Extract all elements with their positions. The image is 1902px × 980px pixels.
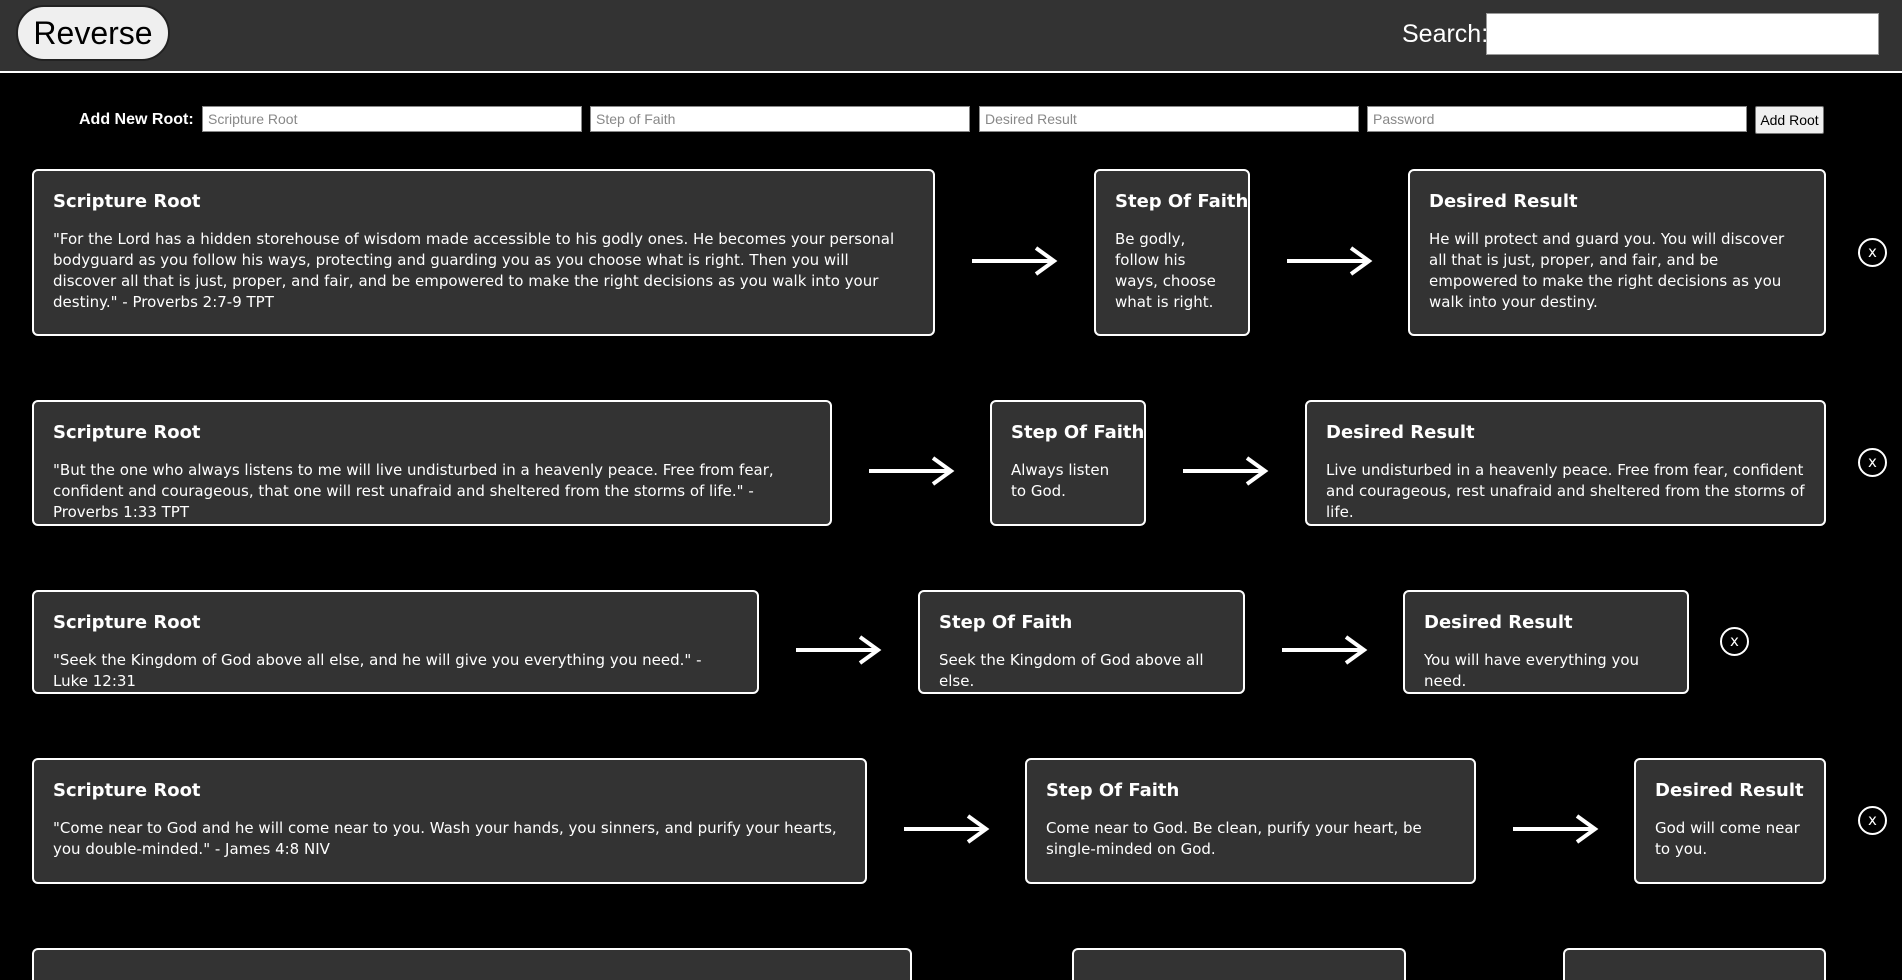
- arrow-icon: [796, 635, 882, 665]
- card-title: Step Of Faith: [1115, 191, 1249, 212]
- scripture-root-card: Scripture Root "Seek the Kingdom of God …: [32, 590, 759, 694]
- step-of-faith-input[interactable]: [590, 106, 970, 132]
- scripture-text: "For the Lord has a hidden storehouse of…: [53, 230, 895, 311]
- scripture-root-card: [32, 948, 912, 980]
- card-title: Desired Result: [1326, 422, 1475, 443]
- step-text: Be godly, follow his ways, choose what i…: [1115, 230, 1216, 311]
- result-text: God will come near to you.: [1655, 819, 1800, 858]
- scripture-root-card: Scripture Root "But the one who always l…: [32, 400, 832, 526]
- delete-root-button[interactable]: x: [1720, 627, 1749, 656]
- step-of-faith-card: Step Of Faith Always listen to God.: [990, 400, 1146, 526]
- card-title: Step Of Faith: [939, 612, 1073, 633]
- step-text: Come near to God. Be clean, purify your …: [1046, 819, 1422, 858]
- desired-result-card: Desired Result Live undisturbed in a hea…: [1305, 400, 1826, 526]
- result-text: He will protect and guard you. You will …: [1429, 230, 1785, 311]
- delete-root-button[interactable]: x: [1858, 806, 1887, 835]
- result-text: Live undisturbed in a heavenly peace. Fr…: [1326, 461, 1805, 521]
- add-root-button[interactable]: Add Root: [1755, 106, 1824, 134]
- card-title: Step Of Faith: [1046, 780, 1180, 801]
- scripture-root-input[interactable]: [202, 106, 582, 132]
- search-label: Search:: [1402, 20, 1489, 48]
- add-root-form: Add New Root: Add Root: [0, 104, 1902, 134]
- step-of-faith-card: Step Of Faith Come near to God. Be clean…: [1025, 758, 1476, 884]
- card-title: Step Of Faith: [1011, 422, 1145, 443]
- scripture-text: "Come near to God and he will come near …: [53, 819, 837, 858]
- card-title: Scripture Root: [53, 780, 201, 801]
- password-input[interactable]: [1367, 106, 1747, 132]
- delete-root-button[interactable]: x: [1858, 238, 1887, 267]
- step-of-faith-card: Step Of Faith Be godly, follow his ways,…: [1094, 169, 1250, 336]
- arrow-icon: [1282, 635, 1368, 665]
- arrow-icon: [972, 246, 1058, 276]
- desired-result-card: [1563, 948, 1826, 980]
- scripture-text: "But the one who always listens to me wi…: [53, 461, 774, 521]
- search-input[interactable]: [1486, 13, 1879, 55]
- card-title: Scripture Root: [53, 191, 201, 212]
- arrow-icon: [1183, 456, 1269, 486]
- card-title: Desired Result: [1424, 612, 1573, 633]
- arrow-icon: [1287, 246, 1373, 276]
- scripture-text: "Seek the Kingdom of God above all else,…: [53, 651, 702, 690]
- arrow-icon: [869, 456, 955, 486]
- desired-result-card: Desired Result He will protect and guard…: [1408, 169, 1826, 336]
- step-of-faith-card: Step Of Faith Seek the Kingdom of God ab…: [918, 590, 1245, 694]
- reverse-button[interactable]: Reverse: [16, 5, 170, 61]
- card-title: Desired Result: [1655, 780, 1804, 801]
- top-toolbar: Reverse Search:: [0, 0, 1902, 73]
- card-title: Scripture Root: [53, 612, 201, 633]
- arrow-icon: [1513, 814, 1599, 844]
- desired-result-input[interactable]: [979, 106, 1359, 132]
- arrow-icon: [904, 814, 990, 844]
- scripture-root-card: Scripture Root "For the Lord has a hidde…: [32, 169, 935, 336]
- step-text: Seek the Kingdom of God above all else.: [939, 651, 1204, 690]
- desired-result-card: Desired Result You will have everything …: [1403, 590, 1689, 694]
- step-of-faith-card: [1072, 948, 1406, 980]
- scripture-root-card: Scripture Root "Come near to God and he …: [32, 758, 867, 884]
- card-title: Scripture Root: [53, 422, 201, 443]
- desired-result-card: Desired Result God will come near to you…: [1634, 758, 1826, 884]
- add-root-label: Add New Root:: [79, 111, 194, 128]
- delete-root-button[interactable]: x: [1858, 448, 1887, 477]
- card-title: Desired Result: [1429, 191, 1578, 212]
- step-text: Always listen to God.: [1011, 461, 1110, 500]
- result-text: You will have everything you need.: [1424, 651, 1640, 690]
